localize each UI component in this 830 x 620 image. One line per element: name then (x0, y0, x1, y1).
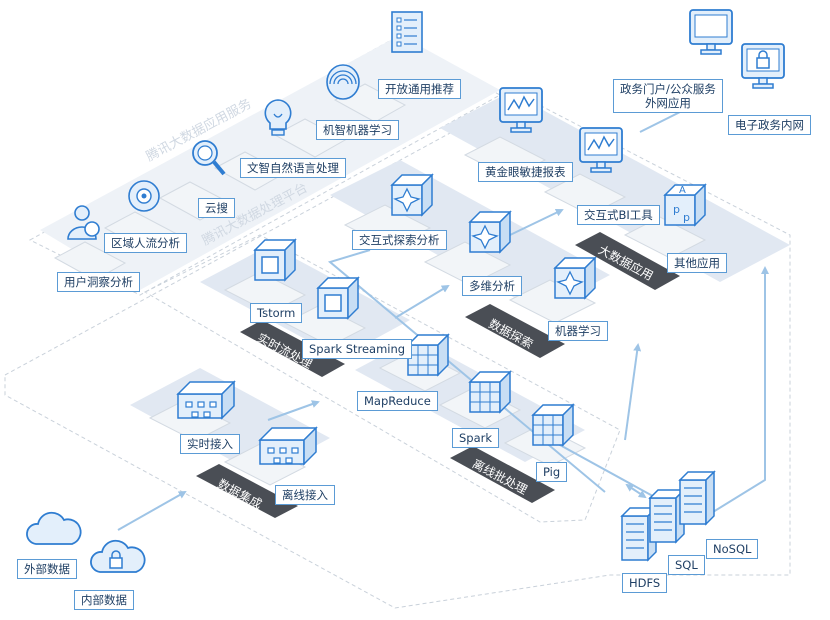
gov-portal-line1: 政务门户/公众服务 (620, 82, 716, 96)
realtime-ingest-label: 实时接入 (180, 434, 240, 454)
lock-monitor-icon (741, 43, 785, 89)
dark-bands (196, 232, 680, 518)
cloud-icon (26, 511, 82, 545)
checklist-icon (391, 11, 423, 53)
offline-ingest-label: 离线接入 (275, 485, 335, 505)
network-icon (258, 426, 318, 466)
grid-cube-icon (468, 370, 512, 414)
stream-cube-icon (316, 276, 360, 320)
spark-streaming-label: Spark Streaming (302, 339, 413, 359)
cloud-search-label: 云搜 (198, 198, 235, 218)
tstorm-label: Tstorm (250, 303, 303, 323)
hdfs-label: HDFS (622, 573, 668, 593)
user-insight-label: 用户洞察分析 (57, 272, 140, 292)
sql-label: SQL (668, 555, 705, 575)
monitor-icon (689, 9, 733, 55)
network-icon (176, 380, 236, 420)
other-apps-label: 其他应用 (667, 253, 727, 273)
chart-monitor-icon (499, 87, 543, 133)
machine-learning-label: 机器学习 (548, 321, 608, 341)
nlp-label: 文智自然语言处理 (240, 158, 346, 178)
gov-portal-line2: 外网应用 (644, 96, 691, 110)
multi-dim-label: 多维分析 (462, 276, 522, 296)
recommend-label: 开放通用推荐 (378, 79, 461, 99)
lock-cloud-icon (90, 539, 146, 573)
svg-text:A: A (679, 185, 686, 196)
gov-intranet-label: 电子政务内网 (728, 115, 811, 135)
bigdata-app-band (440, 92, 790, 282)
grid-cube-icon (531, 403, 575, 447)
golden-eye-label: 黄金眼敏捷报表 (478, 162, 573, 182)
svg-text:p: p (673, 203, 680, 216)
interactive-bi-label: 交互式BI工具 (577, 205, 660, 225)
mapreduce-label: MapReduce (357, 391, 438, 411)
region-flow-label: 区域人流分析 (104, 233, 187, 253)
pig-label: Pig (536, 462, 568, 482)
interactive-explore-label: 交互式探索分析 (352, 230, 447, 250)
region-flow-icon (128, 180, 160, 212)
nlp-bulb-icon (264, 99, 292, 136)
spark-label: Spark (452, 428, 500, 448)
app-cube-icon: ppA (663, 183, 707, 227)
star-cube-icon (468, 210, 512, 254)
gov-portal-label: 政务门户/公众服务外网应用 (613, 79, 723, 113)
nosql-label: NoSQL (706, 539, 759, 559)
machine-learning-app-label: 机智机器学习 (316, 120, 399, 140)
user-insight-icon (67, 205, 100, 240)
internal-data-label: 内部数据 (74, 590, 134, 610)
search-icon (192, 140, 226, 176)
star-cube-icon (390, 173, 434, 217)
server-icon (648, 488, 686, 544)
star-cube-icon (553, 256, 597, 300)
grid-cube-icon (406, 333, 450, 377)
fingerprint-icon (326, 64, 360, 100)
chart-monitor-icon (579, 127, 623, 173)
server-icon (678, 470, 716, 526)
icons-layer: ppA (26, 9, 785, 573)
external-data-label: 外部数据 (17, 559, 77, 579)
plates (53, 83, 707, 486)
svg-text:p: p (683, 211, 690, 224)
stream-cube-icon (253, 238, 297, 282)
